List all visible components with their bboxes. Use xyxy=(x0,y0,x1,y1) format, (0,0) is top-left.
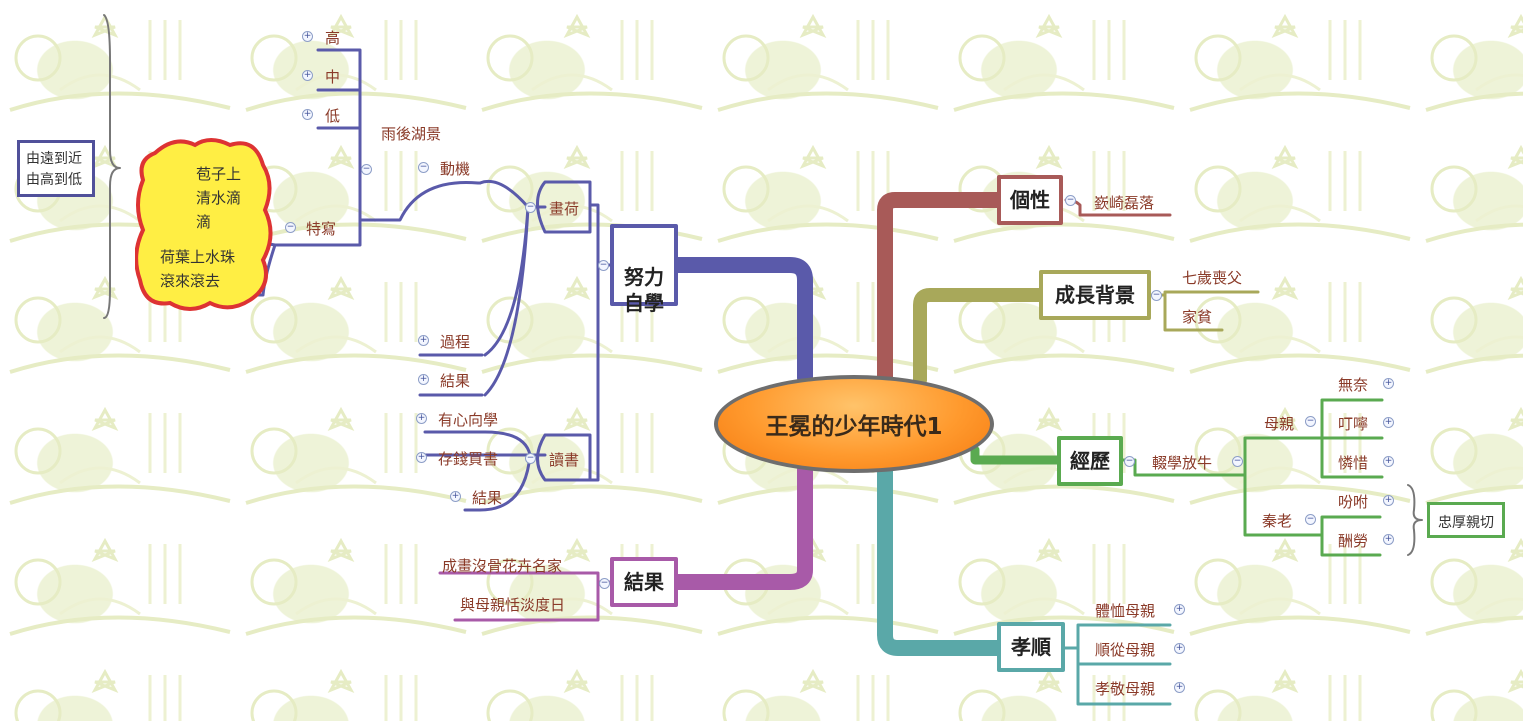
result-branch xyxy=(668,462,813,590)
topic-label: 個性 xyxy=(1010,188,1050,212)
collapse-icon[interactable]: − xyxy=(1305,416,1316,427)
collapse-icon[interactable]: − xyxy=(1232,456,1243,467)
expand-icon[interactable]: + xyxy=(418,335,429,346)
feature-node[interactable]: 特寫 xyxy=(306,220,337,238)
experience-note: 忠厚親切 xyxy=(1427,502,1505,538)
level-item[interactable]: 低 xyxy=(325,107,341,125)
collapse-icon[interactable]: − xyxy=(1151,290,1162,301)
collapse-icon[interactable]: − xyxy=(418,162,429,173)
mother-item[interactable]: 無奈 xyxy=(1338,376,1369,394)
topic-personality[interactable]: 個性 xyxy=(997,175,1063,225)
expand-icon[interactable]: + xyxy=(1383,456,1394,467)
topic-filial[interactable]: 孝順 xyxy=(997,622,1065,672)
filial-branch xyxy=(877,462,1008,656)
experience-mother[interactable]: 母親 xyxy=(1264,415,1295,433)
topic-label: 經歷 xyxy=(1070,449,1110,473)
motive-node[interactable]: 動機 xyxy=(440,160,471,178)
mother-item[interactable]: 憐惜 xyxy=(1338,454,1369,472)
topic-experience[interactable]: 經歷 xyxy=(1057,436,1123,486)
topic-label: 成長背景 xyxy=(1055,283,1135,307)
experience-sub[interactable]: 輟學放牛 xyxy=(1152,454,1213,472)
result-item[interactable]: 與母親恬淡度日 xyxy=(460,596,566,614)
expand-icon[interactable]: + xyxy=(302,109,313,120)
collapse-icon[interactable]: − xyxy=(1305,514,1316,525)
expand-icon[interactable]: + xyxy=(1383,534,1394,545)
expand-icon[interactable]: + xyxy=(1174,643,1185,654)
mother-item[interactable]: 叮嚀 xyxy=(1338,415,1369,433)
experience-qin[interactable]: 秦老 xyxy=(1262,512,1293,530)
cloud-text: 荷葉上水珠 滾來滾去 xyxy=(160,245,235,293)
cloud-shape xyxy=(135,138,273,311)
topic-selfstudy[interactable]: 努力 自學 xyxy=(610,224,678,315)
note-line: 由高到低 xyxy=(26,172,82,188)
background-item[interactable]: 家貧 xyxy=(1182,308,1213,326)
painting-node[interactable]: 畫荷 xyxy=(549,200,580,218)
collapse-icon[interactable]: − xyxy=(525,453,536,464)
background-item[interactable]: 七歲喪父 xyxy=(1182,269,1243,287)
cloud-line: 荷葉上水珠 xyxy=(160,248,236,266)
cloud-line: 滴 xyxy=(196,213,212,231)
expand-icon[interactable]: + xyxy=(418,374,429,385)
painting-result-node[interactable]: 結果 xyxy=(440,372,471,390)
expand-icon[interactable]: + xyxy=(1174,682,1185,693)
collapse-icon[interactable]: − xyxy=(598,260,609,271)
qin-item[interactable]: 酬勞 xyxy=(1338,532,1369,550)
expand-icon[interactable]: + xyxy=(416,413,427,424)
expand-icon[interactable]: + xyxy=(1174,604,1185,615)
collapse-icon[interactable]: − xyxy=(361,164,372,175)
expand-icon[interactable]: + xyxy=(302,31,313,42)
collapse-icon[interactable]: − xyxy=(285,222,296,233)
rain-lake-node[interactable]: 雨後湖景 xyxy=(381,124,441,145)
topic-result[interactable]: 結果 xyxy=(610,557,678,607)
note-text: 忠厚親切 xyxy=(1438,515,1494,531)
expand-icon[interactable]: + xyxy=(302,70,313,81)
level-item[interactable]: 中 xyxy=(325,68,341,86)
reading-node[interactable]: 讀書 xyxy=(549,451,580,469)
central-topic-label: 王冕的少年時代1 xyxy=(765,414,943,440)
topic-label: 孝順 xyxy=(1011,635,1051,659)
expand-icon[interactable]: + xyxy=(1383,495,1394,506)
note-line: 由遠到近 xyxy=(26,151,82,167)
topic-background[interactable]: 成長背景 xyxy=(1039,270,1151,320)
background-branch xyxy=(913,288,1049,387)
cloud-line: 清水滴 xyxy=(196,189,242,207)
process-node[interactable]: 過程 xyxy=(440,333,471,351)
reading-item[interactable]: 存錢買書 xyxy=(438,450,499,468)
reading-item[interactable]: 有心向學 xyxy=(438,411,499,429)
personality-item[interactable]: 嶔崎磊落 xyxy=(1094,194,1155,212)
expand-icon[interactable]: + xyxy=(450,491,461,502)
cloud-line: 苞子上 xyxy=(196,165,242,183)
result-item[interactable]: 成畫沒骨花卉名家 xyxy=(442,557,563,575)
filial-item[interactable]: 體恤母親 xyxy=(1095,602,1156,620)
collapse-icon[interactable]: − xyxy=(525,202,536,213)
collapse-icon[interactable]: − xyxy=(1124,456,1135,467)
collapse-icon[interactable]: − xyxy=(599,578,610,589)
filial-item[interactable]: 孝敬母親 xyxy=(1095,680,1156,698)
expand-icon[interactable]: + xyxy=(1383,378,1394,389)
expand-icon[interactable]: + xyxy=(1383,417,1394,428)
topic-label: 結果 xyxy=(624,570,664,594)
level-item[interactable]: 高 xyxy=(325,29,341,47)
personality-branch xyxy=(877,192,1008,386)
experience-branch xyxy=(970,445,1065,465)
selfstudy-branch xyxy=(668,257,813,386)
reading-item[interactable]: 結果 xyxy=(472,489,503,507)
central-topic[interactable]: 王冕的少年時代1 xyxy=(714,375,994,473)
expand-icon[interactable]: + xyxy=(416,452,427,463)
note-box: 由遠到近 由高到低 xyxy=(17,140,95,197)
filial-item[interactable]: 順從母親 xyxy=(1095,641,1156,659)
cloud-line: 滾來滾去 xyxy=(160,272,221,290)
collapse-icon[interactable]: − xyxy=(1065,195,1076,206)
cloud-text: 苞子上 清水滴 滴 xyxy=(196,162,241,234)
topic-label: 努力 自學 xyxy=(624,265,664,315)
qin-item[interactable]: 吩咐 xyxy=(1338,493,1369,511)
